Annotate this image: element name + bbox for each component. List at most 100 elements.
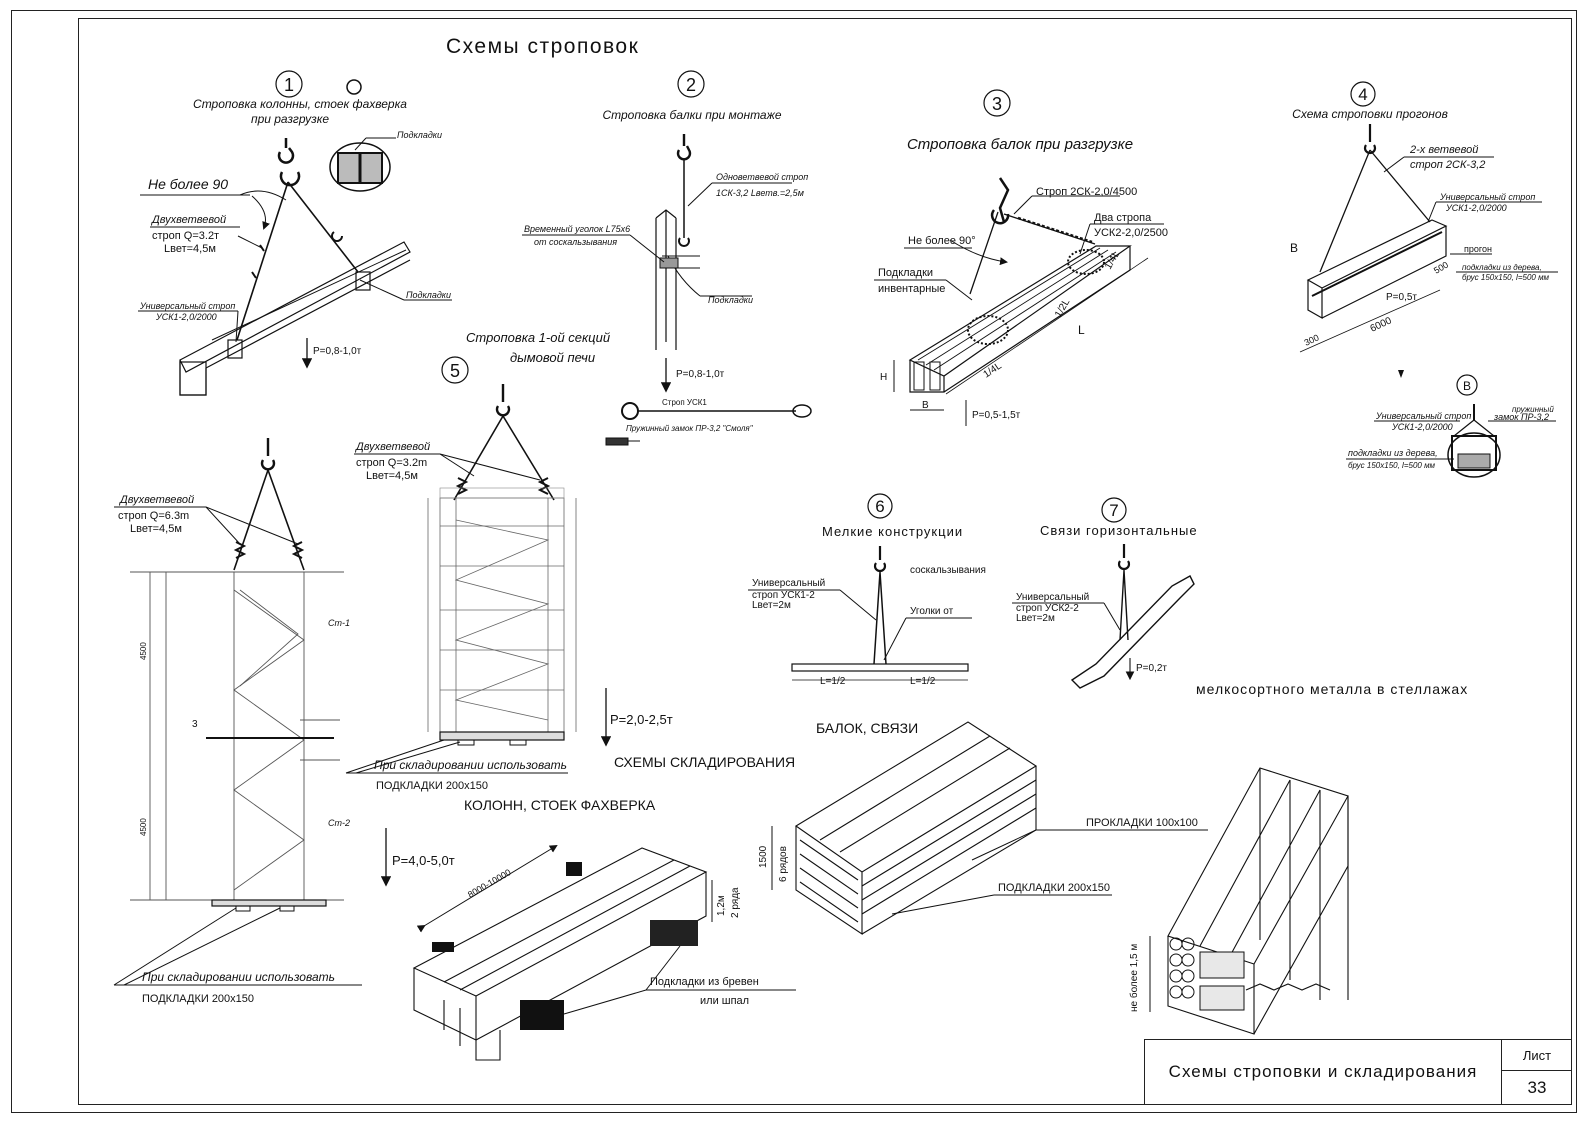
- scheme-7: 7 Связи горизонтальные Универсальный стр…: [1012, 497, 1198, 689]
- beams-pads: ПОДКЛАДКИ 200x150: [998, 882, 1110, 894]
- scheme-5-sling-2: строп Q=3.2m: [356, 457, 427, 469]
- detail-b-circle: [1456, 374, 1478, 396]
- ring-icon: [346, 79, 362, 95]
- scheme-6-title: Мелкие конструкции: [822, 524, 963, 539]
- scheme-3-two-1: Два стропа: [1094, 212, 1152, 224]
- scheme-4-number-circle: [1350, 81, 1376, 107]
- title-block-sheet-label: Лист: [1502, 1040, 1572, 1071]
- scheme-2-number: 2: [686, 75, 696, 95]
- crane-hook-icon: [495, 384, 511, 417]
- scheme-4-universal-1: Универсальный строп: [1439, 192, 1535, 202]
- scheme-4-sling-2: строп 2СК-3,2: [1410, 159, 1485, 171]
- scheme-6-number-circle: [867, 493, 893, 519]
- scheme-4-universal-2: УСК1-2,0/2000: [1445, 203, 1507, 213]
- scheme-2-pads: Подкладки: [708, 295, 753, 305]
- smallmetal-heading: мелкосортного металла в стеллажах: [1196, 681, 1468, 697]
- beam-vertical: [655, 209, 677, 350]
- columns-load: P=4,0-5,0т: [392, 853, 455, 868]
- scheme-2-lock: Пружинный замок ПР-3,2 "Смоля": [626, 424, 754, 433]
- scheme-5-title-1: Строповка 1-ой секций: [466, 330, 610, 345]
- column-mark3: 3: [192, 719, 198, 730]
- furnace-section: [439, 497, 565, 733]
- column-cm1: Cm-1: [328, 618, 350, 628]
- columns-length: 8000-10000: [466, 867, 513, 900]
- main-title: Схемы строповок: [446, 35, 639, 58]
- column-body: [233, 571, 305, 901]
- scheme-1-number-circle: [275, 70, 303, 98]
- outer-border: [11, 10, 1577, 1113]
- horizontal-brace: [1070, 575, 1195, 689]
- beams-stack: [794, 721, 1038, 936]
- crane-hook-icon: [873, 546, 887, 573]
- section-detail: [329, 142, 391, 192]
- scheme-2: 2 Строповка балки при монтаже Одноветвев…: [522, 70, 812, 446]
- scheme-6-l2: L=1/2: [910, 676, 936, 687]
- detail-universal-1: Универсальный строп: [1375, 411, 1471, 421]
- scheme-6-number: 6: [875, 497, 884, 516]
- scheme-1-number: 1: [284, 75, 294, 95]
- scheme-5-title-2: дымовой печи: [510, 350, 595, 365]
- column-pads: ПОДКЛАДКИ 200x150: [142, 993, 254, 1005]
- scheme-4-d6000: 6000: [1369, 315, 1394, 335]
- scheme-2-strop: Строп УСК1: [662, 398, 707, 407]
- scheme-3-q1: 1/4L: [982, 360, 1005, 380]
- title-block-title: Схемы строповки и складирования: [1145, 1040, 1502, 1104]
- scheme-4-pads-2: брус 150x150, l=500 мм: [1462, 273, 1550, 282]
- scheme-6-universal-3: Lвет=2м: [752, 600, 791, 611]
- columns-rows: 2 ряда: [730, 887, 741, 918]
- scheme-7-load: P=0,2т: [1136, 663, 1167, 674]
- columns-stack: [412, 847, 708, 1061]
- column-sling-2: строп Q=6.3m: [118, 510, 189, 522]
- scheme-5-load: P=2,0-2,5т: [610, 712, 673, 727]
- title-block: Схемы строповки и складирования Лист 33: [1144, 1039, 1572, 1105]
- column-cm2: Cm-2: [328, 818, 350, 828]
- scheme-3-title: Строповка балок при разгрузке: [907, 136, 1133, 153]
- scheme-2-title: Строповка балки при монтаже: [602, 108, 781, 122]
- rack-height: не более 1,5 м: [1128, 944, 1140, 1012]
- drawing-frame: [78, 18, 1572, 1105]
- scheme-2-angle-1: Временный уголок L75x6: [524, 224, 630, 234]
- scheme-7-number-circle: [1101, 497, 1127, 523]
- scheme-1: 1 Строповка колонны, стоек фахверка при …: [138, 70, 452, 396]
- scheme-6-l1: L=1/2: [820, 676, 846, 687]
- scheme-3-h: H: [880, 372, 887, 383]
- scheme-7-title: Связи горизонтальные: [1040, 523, 1198, 538]
- scheme-4-d300: 300: [1303, 332, 1321, 347]
- column-d4500b: 4500: [139, 818, 148, 836]
- scheme-5-note: При складировании использовать: [374, 758, 567, 772]
- small-construction: [791, 663, 969, 672]
- scheme-2-number-circle: [677, 70, 705, 98]
- beams-heading: БАЛОК, СВЯЗИ: [816, 720, 918, 736]
- scheme-2-sling-2: 1СК-3,2 Lветв.=2,5м: [716, 188, 804, 198]
- scheme-3-number: 3: [992, 94, 1002, 114]
- detail-universal-2: УСК1-2,0/2000: [1391, 422, 1453, 432]
- scheme-3: 3 Строповка балок при разгрузке Строп 2С…: [874, 89, 1168, 426]
- rack-pipes: [1169, 937, 1195, 999]
- crane-hook-icon: [1363, 124, 1377, 155]
- scheme-4: 4 Схема строповки прогонов 2-х ветвевой …: [1290, 81, 1558, 478]
- storage-heading: СХЕМЫ СКЛАДИРОВАНИЯ: [614, 754, 795, 770]
- scheme-2-sling-1: Одноветвевой строп: [716, 172, 808, 182]
- scheme-3-two-2: УСК2-2,0/2500: [1094, 227, 1168, 239]
- detail-b-label: B: [1463, 379, 1471, 393]
- scheme-4-sling-1: 2-х ветвевой: [1409, 144, 1478, 156]
- columns-heading: КОЛОНН, СТОЕК ФАХВЕРКА: [464, 797, 656, 813]
- beams-spacers: ПРОКЛАДКИ 100x100: [1086, 817, 1198, 829]
- scheme-5-pads: ПОДКЛАДКИ 200x150: [376, 780, 488, 792]
- scheme-6-slip: соскальзывания: [910, 565, 986, 576]
- crane-hook-icon: [676, 134, 692, 161]
- scheme-4-purlin: прогон: [1464, 244, 1492, 254]
- scheme-2-load: P=0,8-1,0т: [676, 369, 725, 380]
- scheme-1-title-2: при разгрузке: [251, 112, 329, 126]
- scheme-1-sling-1: Двухветвевой: [150, 214, 226, 226]
- column-note: При складировании использовать: [142, 970, 335, 984]
- purlin-beam: [1306, 219, 1448, 320]
- scheme-3-q3: 1/4L: [1103, 249, 1122, 272]
- scheme-3-angle: Не более 90°: [908, 235, 976, 247]
- scheme-4-number: 4: [1358, 85, 1367, 104]
- scheme-5: Строповка 1-ой секций дымовой печи 5 Дву…: [345, 330, 673, 792]
- scheme-7-number: 7: [1109, 501, 1118, 520]
- scheme-1-universal-1: Универсальный строп: [139, 301, 235, 311]
- scheme-1-pads-top: Подкладки: [397, 130, 442, 140]
- detail-lock-2: замок ПР-3,2: [1493, 412, 1549, 422]
